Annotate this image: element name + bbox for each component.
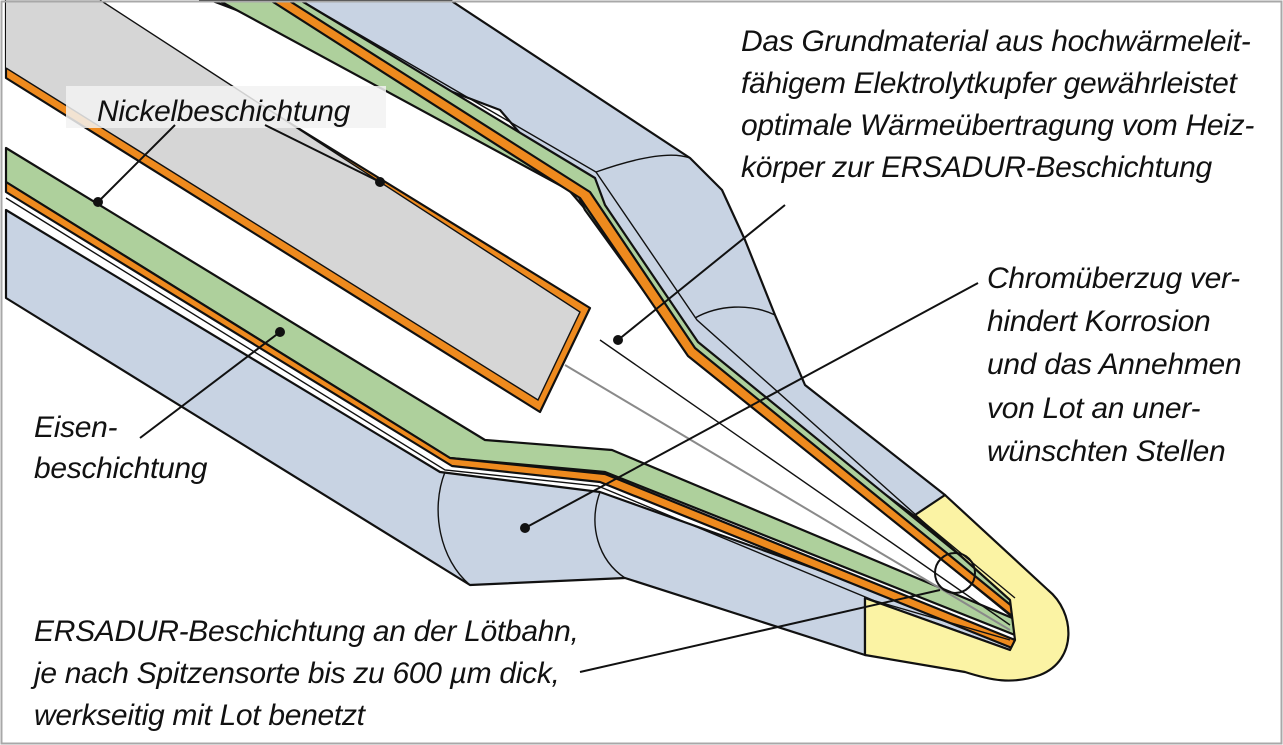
ersadur-line-3: werkseitig mit Lot benetzt	[34, 699, 367, 732]
copper-core-rod-inner-line	[5, 0, 581, 402]
iron-label: Eisen- beschichtung	[34, 411, 208, 485]
chrome-label: Chromüberzug ver- hindert Korrosion und …	[987, 262, 1249, 468]
center-axis-line-2	[599, 339, 1011, 626]
ersadur-label: ERSADUR-Beschichtung an der Lötbahn, je …	[30, 615, 587, 732]
iron-leader-dot	[275, 327, 285, 337]
center-axis-line	[564, 364, 1011, 631]
iron-leader-line	[139, 331, 281, 439]
ersadur-line-2: je nach Spitzensorte bis zu 600 µm dick,	[30, 657, 560, 690]
ersadur-line-1: ERSADUR-Beschichtung an der Lötbahn,	[34, 615, 579, 648]
base-material-line-1: Das Grundmaterial aus hochwärmeleit-	[741, 25, 1251, 58]
lower-shell-contour-3	[594, 491, 626, 579]
chrome-line-2: hindert Korrosion	[987, 305, 1210, 338]
nickel-leader-dot-2	[375, 177, 385, 187]
nickel-leader-line-1	[97, 124, 176, 203]
ersadur-leader-line	[579, 589, 941, 673]
lower-shell-contour	[5, 197, 1006, 656]
ersadur-tip-inner-2	[864, 597, 1011, 641]
upper-shell-contour-3	[299, 0, 917, 516]
chrome-line-5: wünschten Stellen	[987, 435, 1225, 468]
upper-shell-contour	[595, 154, 691, 173]
base-material-line-2: fähigem Elektrolytkupfer gewährleistet	[741, 67, 1238, 100]
iron-label-line-1: Eisen-	[34, 411, 118, 444]
iron-label-line-2: beschichtung	[34, 452, 208, 485]
chrome-leader-line	[524, 282, 979, 529]
chrome-leader-dot	[520, 523, 530, 533]
base-material-line-3: optimale Wärmeübertragung vom Heiz-	[741, 109, 1254, 142]
chrome-line-4: von Lot an uner-	[987, 392, 1200, 425]
lower-shell-contour-2	[437, 471, 471, 586]
nickel-leader-line-2	[264, 124, 381, 183]
ersadur-tip	[863, 493, 1070, 682]
base-material-label: Das Grundmaterial aus hochwärmeleit- fäh…	[741, 25, 1262, 184]
nickel-label-box	[66, 86, 386, 128]
base-material-line-4: körper zur ERSADUR-Beschichtung	[741, 151, 1212, 184]
zoom-circle	[934, 552, 976, 594]
chrome-line-1: Chromüberzug ver-	[987, 262, 1240, 295]
nickel-label: Nickelbeschichtung	[97, 95, 351, 128]
base-material-leader-line	[617, 204, 786, 341]
chrome-line-3: und das Annehmen	[987, 348, 1241, 381]
nickel-leader-dot-1	[93, 197, 103, 207]
base-material-leader-dot	[613, 335, 623, 345]
upper-shell-contour-2	[694, 306, 776, 319]
